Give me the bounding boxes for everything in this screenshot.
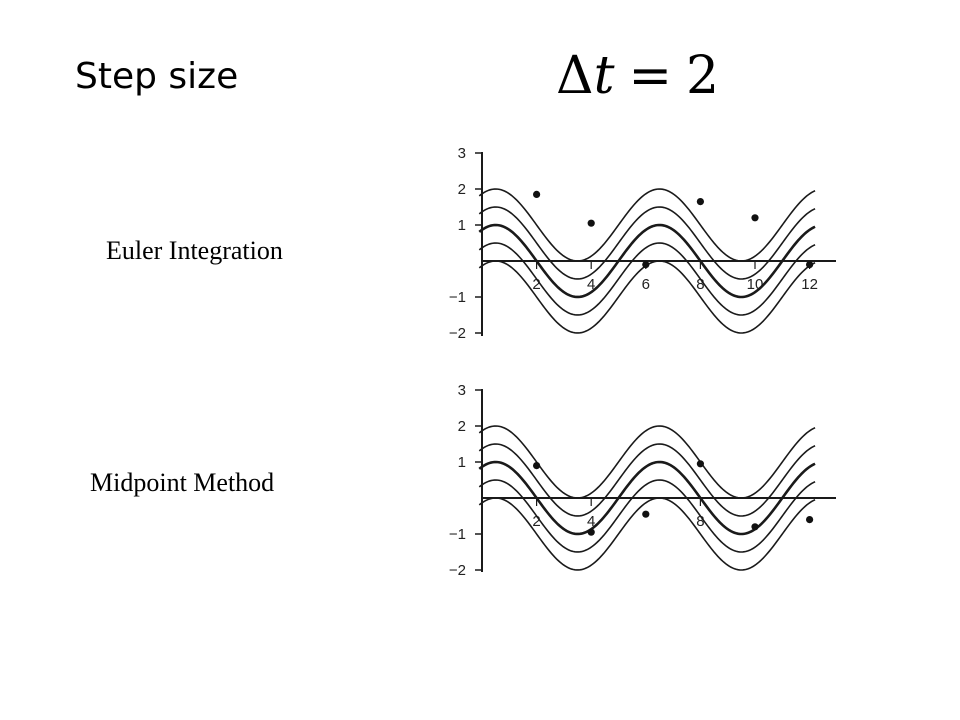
x-tick-label: 2 xyxy=(532,276,540,293)
x-tick-label: 10 xyxy=(747,276,764,293)
y-tick-label: −1 xyxy=(449,289,466,306)
x-tick-label: 12 xyxy=(801,276,818,293)
solution-curve xyxy=(478,206,816,280)
solution-curve xyxy=(478,260,816,334)
x-tick-label: 4 xyxy=(587,276,595,293)
integration-point xyxy=(806,261,814,269)
integration-point xyxy=(751,214,759,222)
formula-value: 2 xyxy=(686,46,720,106)
integration-point xyxy=(642,261,650,269)
integration-point xyxy=(696,198,705,206)
y-tick-label: 3 xyxy=(458,145,466,162)
euler-integration-label: Euler Integration xyxy=(106,236,283,265)
formula-delta: Δ xyxy=(556,46,594,106)
integration-point xyxy=(587,219,595,227)
step-size-formula: Δt=2 xyxy=(556,46,719,106)
integration-point xyxy=(533,190,541,198)
midpoint-method-label: Midpoint Method xyxy=(90,468,275,497)
x-tick-label: 6 xyxy=(642,276,650,293)
solution-curve xyxy=(478,242,816,316)
y-tick-label: −2 xyxy=(449,325,466,342)
y-tick-label: 1 xyxy=(458,217,466,234)
solution-curve xyxy=(478,223,816,299)
x-tick-label: 8 xyxy=(696,276,704,293)
solution-curve xyxy=(478,188,816,262)
y-tick-label: 2 xyxy=(458,181,466,198)
formula-variable: t xyxy=(593,46,615,106)
formula-equals: = xyxy=(628,46,673,106)
slide-title: Step size xyxy=(75,56,239,97)
